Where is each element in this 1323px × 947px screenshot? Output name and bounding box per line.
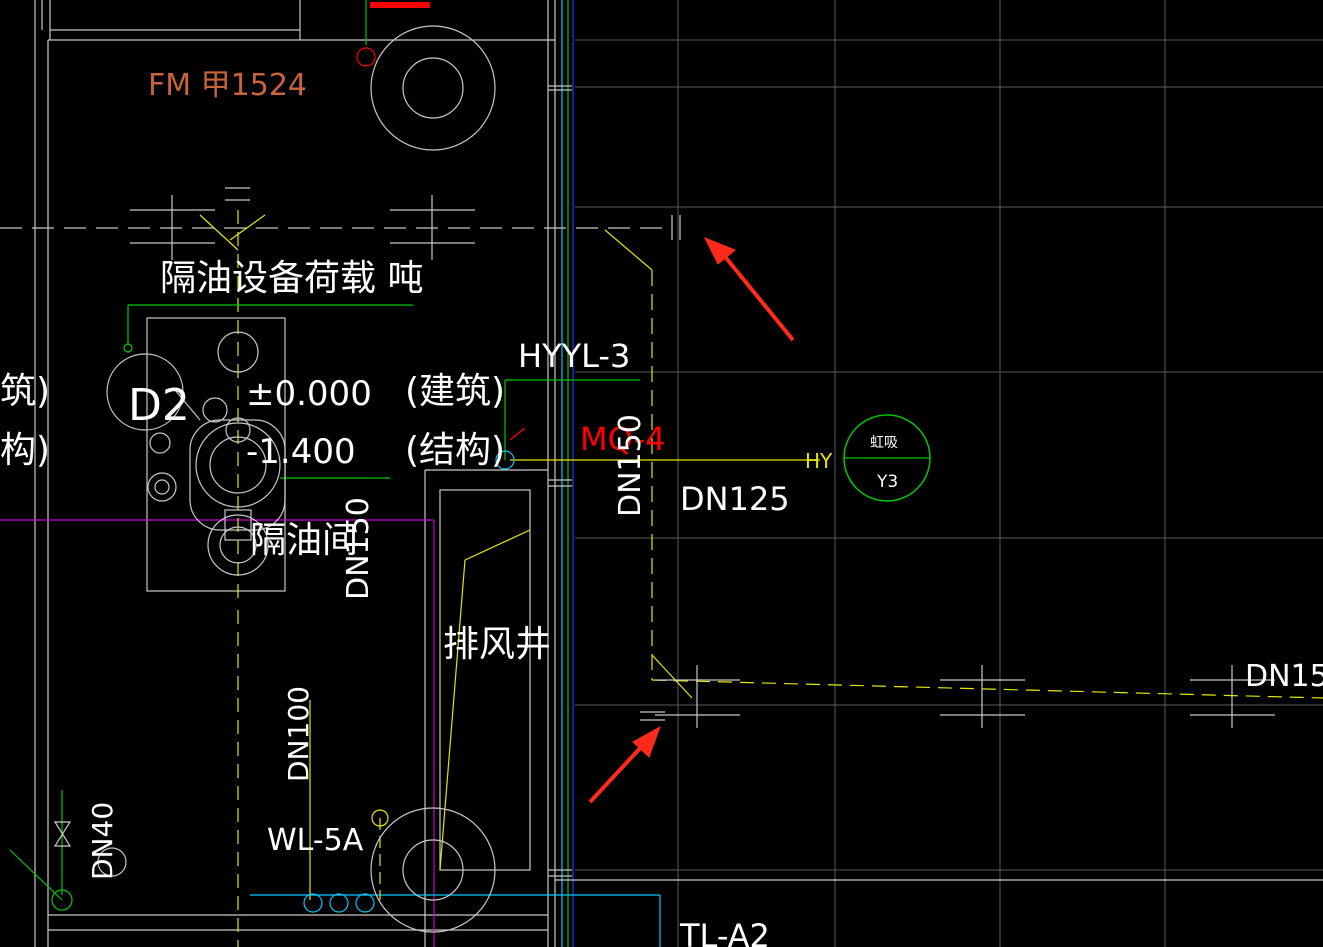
dn150-vertical-left-label: DN150	[341, 497, 376, 600]
grid-lines	[575, 0, 1323, 947]
dn150-horizontal-label: DN150	[1245, 659, 1323, 694]
structure-right-label: (结构)	[405, 430, 505, 471]
hyyl3-label: HYYL-3	[518, 337, 630, 375]
pipe-supports-bottom	[548, 85, 1275, 877]
hy-label: HY	[805, 449, 833, 473]
pipe-supports-top	[130, 187, 681, 260]
oil-separator-equipment	[147, 331, 286, 576]
siphon-marker[interactable]: 虹吸 Y3	[843, 414, 931, 502]
wl5a-label: WL-5A	[267, 823, 364, 858]
arrow-lower-shaft	[588, 742, 646, 804]
pipes	[199, 210, 1323, 947]
d2-label: D2	[128, 380, 190, 431]
dn40-label: DN40	[86, 802, 119, 880]
tl-a2-label: TL-A2	[679, 917, 770, 947]
arrow-upper-shaft	[720, 251, 795, 342]
dn125-label: DN125	[680, 480, 790, 518]
elevation-bottom-label: -1.400	[246, 432, 356, 472]
architecture-left-label: 筑)	[0, 371, 50, 412]
manholes	[106, 25, 496, 933]
walls	[34, 0, 556, 947]
y3-label: Y3	[876, 472, 898, 492]
siphon-label: 虹吸	[870, 435, 898, 451]
annotation-arrows	[588, 237, 795, 804]
arrow-lower-head	[632, 725, 661, 758]
leader-lines	[9, 304, 640, 901]
oil-load-label: 隔油设备荷载 吨	[160, 258, 423, 299]
door-fm-label: FM 甲1524	[148, 68, 307, 103]
red-mark	[370, 2, 430, 8]
structure-left-label: 构)	[0, 430, 50, 471]
labels: FM 甲1524 隔油设备荷载 吨 D2 ±0.000 -1.400 (建筑) …	[0, 68, 1323, 947]
dn100-label: DN100	[282, 686, 315, 782]
exhaust-shaft-label: 排风井	[443, 624, 551, 665]
elevation-top-label: ±0.000	[246, 374, 372, 414]
architecture-right-label: (建筑)	[405, 371, 505, 412]
arrow-upper-head	[703, 237, 736, 265]
fittings	[51, 0, 526, 913]
oil-room-label: 隔油间	[250, 520, 358, 561]
mq4-label: MQ-4	[580, 420, 666, 458]
dn150-vertical-right-label: DN150	[613, 414, 648, 517]
